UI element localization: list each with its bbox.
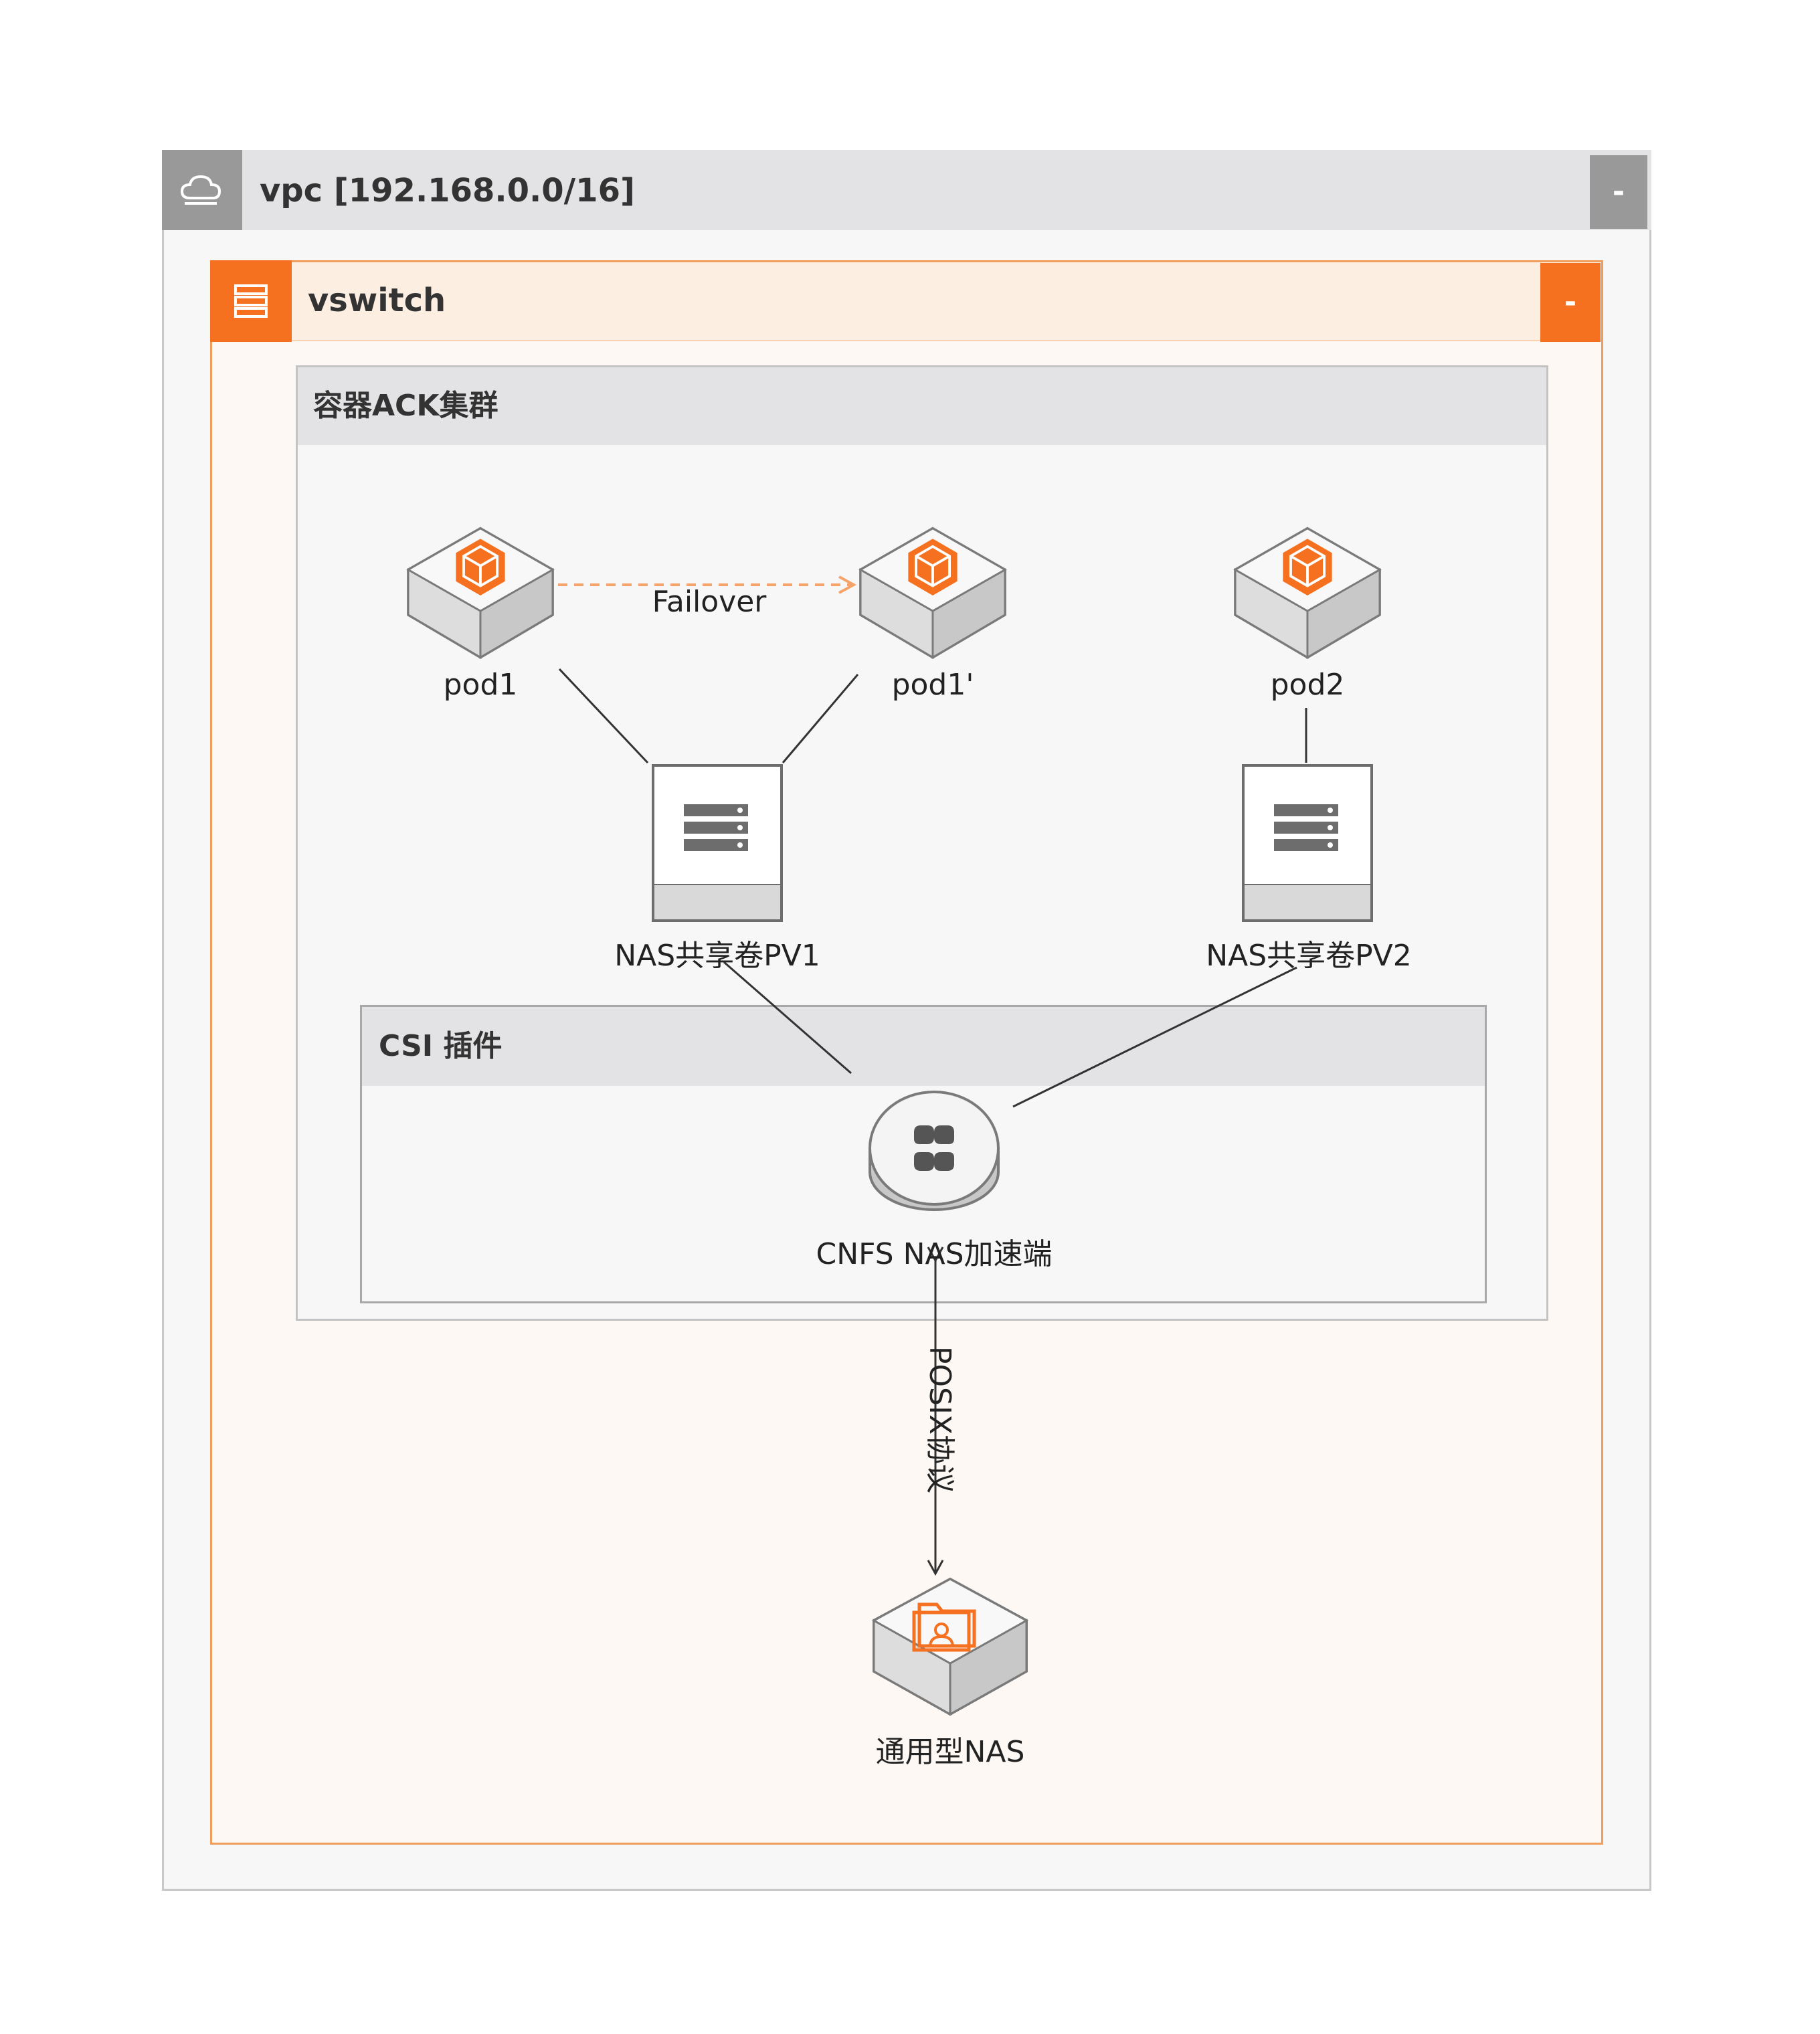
nas-label: 通用型NAS [875, 1735, 1025, 1769]
pod1-to-pv1-line [558, 668, 649, 764]
vpc-icon-box [162, 150, 242, 230]
ack-cluster-header [298, 367, 1546, 445]
vpc-title: vpc [192.168.0.0/16] [260, 172, 635, 209]
ack-cluster-title: 容器ACK集群 [313, 389, 498, 423]
pv1-to-cnfs-line [723, 961, 852, 1075]
vpc-collapse-button[interactable]: - [1590, 155, 1647, 229]
pod2-icon[interactable] [1234, 527, 1381, 659]
pod2-label: pod2 [1270, 668, 1345, 702]
pod1-prime-label: pod1' [891, 668, 974, 702]
server-rack-icon [234, 284, 268, 318]
vswitch-collapse-button[interactable]: - [1540, 263, 1601, 342]
csi-plugin-title: CSI 插件 [379, 1029, 503, 1063]
pv1-icon[interactable] [652, 764, 783, 922]
pv1-label: NAS共享卷PV1 [614, 939, 820, 973]
cloud-icon [180, 175, 221, 205]
pod1-label: pod1 [443, 668, 518, 702]
posix-protocol-label: POSIX协议 [923, 1346, 957, 1494]
vpc-header [162, 150, 1651, 230]
pod1-prime-icon[interactable] [859, 527, 1006, 659]
vswitch-icon-box [210, 260, 292, 342]
nas-folder-icon[interactable] [871, 1577, 1029, 1716]
pv2-to-cnfs-line [1012, 966, 1297, 1108]
csi-plugin-header [362, 1007, 1485, 1086]
failover-label: Failover [652, 585, 767, 619]
pv2-icon[interactable] [1242, 764, 1373, 922]
pod1-icon[interactable] [407, 527, 554, 659]
vswitch-header [212, 262, 1601, 341]
cnfs-accelerator-icon[interactable] [869, 1091, 1000, 1211]
cnfs-label: CNFS NAS加速端 [816, 1237, 1053, 1271]
vswitch-title: vswitch [308, 282, 446, 319]
pv2-label: NAS共享卷PV2 [1206, 939, 1412, 973]
pod1prime-to-pv1-line [782, 674, 859, 763]
